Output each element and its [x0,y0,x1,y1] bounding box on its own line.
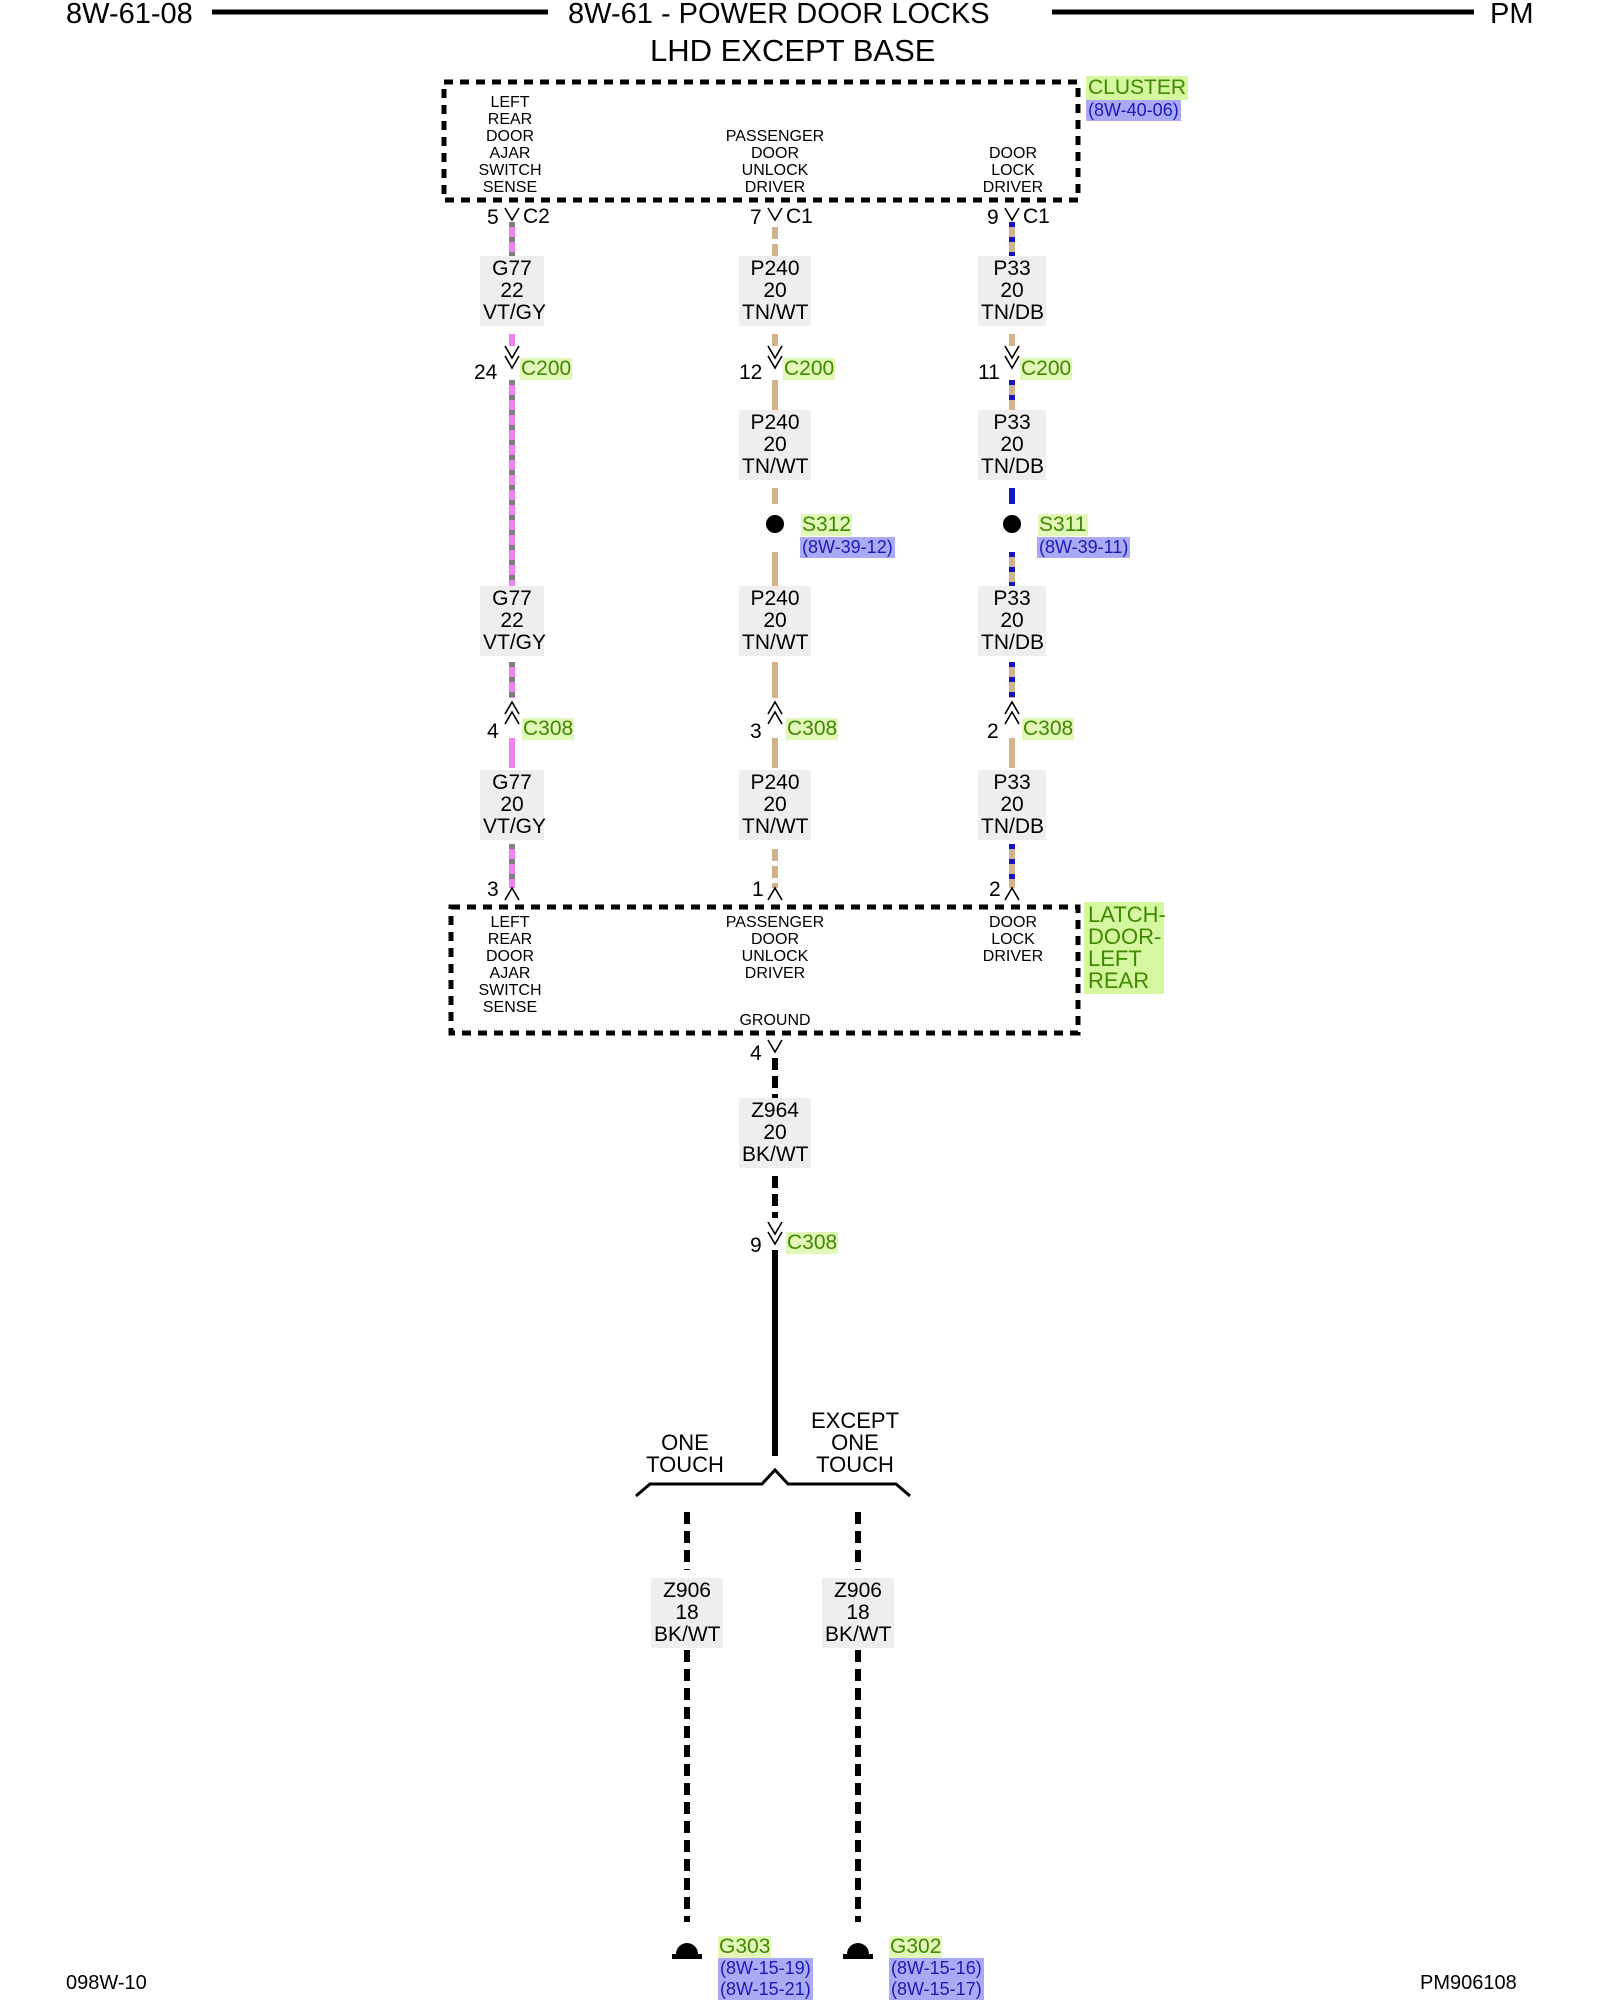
splice-s311 [1003,515,1021,533]
pin-number: 3 [487,878,499,901]
pin-number: 2 [989,878,1001,901]
connector-c200: C200 [1020,357,1073,380]
pin-number: 3 [750,720,762,743]
page-number: 8W-61-08 [66,0,193,30]
splice-label: S312 [801,513,853,536]
branch-split [635,1467,911,1498]
pin-number: 9 [750,1234,762,1257]
connector-id: C1 [786,205,813,228]
pin-number: 7 [750,206,762,229]
ground-g303: G303 [718,1935,772,1958]
pin-number: 9 [987,206,999,229]
pin-number: 12 [739,361,763,384]
pin-number: 2 [987,720,999,743]
splice-ref: (8W-39-12) [800,537,895,558]
splice-s312 [766,515,784,533]
connector-c308: C308 [786,717,839,740]
pin-number: 5 [487,206,499,229]
pin-number: 4 [750,1042,762,1065]
footer-left: 098W-10 [66,1972,147,1994]
ground-ref: (8W-15-21) [718,1979,813,2000]
cluster-name: CLUSTER [1086,76,1189,100]
page-code: PM [1490,0,1534,30]
pin-number: 24 [474,361,498,384]
splice-ref: (8W-39-11) [1037,537,1131,558]
pin-number: 4 [487,720,499,743]
cluster-box [441,79,1081,203]
splice-label: S311 [1038,513,1088,536]
pin-number: 11 [978,361,1000,384]
cluster-ref: (8W-40-06) [1086,100,1181,121]
ground-g302: G302 [889,1935,943,1958]
page-subtitle: LHD EXCEPT BASE [650,33,936,68]
latch-box [448,904,1081,1036]
ground-ref: (8W-15-16) [889,1958,984,1979]
connector-c308: C308 [522,717,575,740]
connector-id: C1 [1023,205,1050,228]
latch-ground-label: GROUND [739,1012,811,1029]
page-title: 8W-61 - POWER DOOR LOCKS [568,0,990,30]
connector-marks [504,207,1020,1246]
wire-z906 [684,1512,861,1922]
connector-c308: C308 [1022,717,1075,740]
ground-symbols [672,1943,873,1959]
connector-c308: C308 [786,1231,839,1254]
footer-right: PM906108 [1420,1972,1517,1994]
pin-number: 1 [752,878,764,901]
ground-ref: (8W-15-17) [889,1979,984,2000]
connector-c200: C200 [783,357,836,380]
connector-id: C2 [523,205,550,228]
connector-c200: C200 [520,357,573,380]
ground-ref: (8W-15-19) [718,1958,813,1979]
